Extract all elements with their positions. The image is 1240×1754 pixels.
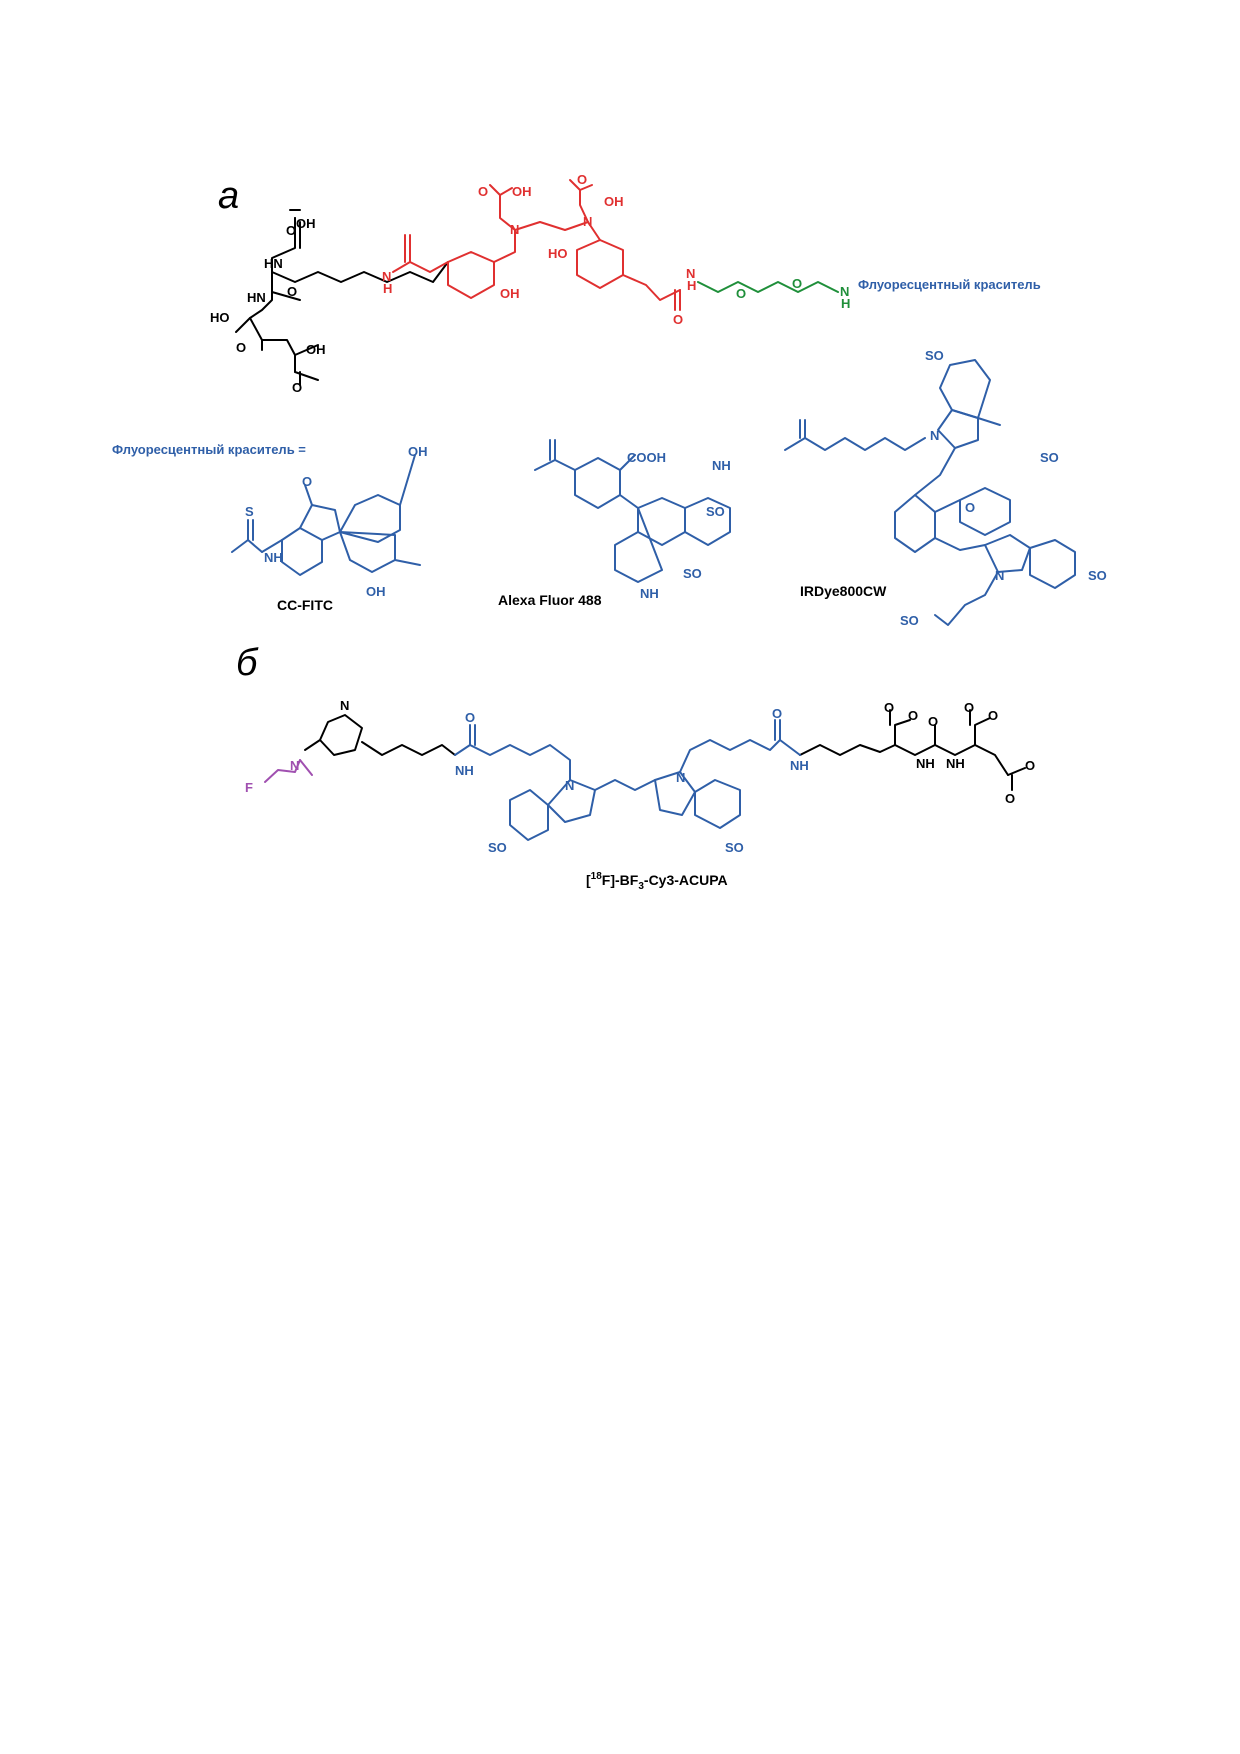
- dye-name-cc-fitc: CC-FITC: [277, 597, 333, 613]
- panel-label-b: б: [236, 642, 259, 684]
- fitc-nh: NH: [264, 550, 283, 565]
- atom-nh-b1: NH: [916, 756, 935, 771]
- atom-n-peg: N: [840, 284, 849, 299]
- atom-oh-3: OH: [512, 184, 532, 199]
- alexa-fluor-488-structure: COOH NH SO SO NH Alexa Fluor 488: [498, 439, 731, 608]
- atom-n-3: N: [583, 214, 592, 229]
- atom-o-6: O: [577, 172, 587, 187]
- name-isotope: 18: [591, 871, 603, 882]
- atom-h: H: [383, 281, 392, 296]
- fitc-oh-bottom: OH: [366, 584, 386, 599]
- ir-so3h-right: SO: [1088, 568, 1107, 583]
- atom-o-4: O: [292, 380, 302, 395]
- name-suffix: -Cy3-ACUPA: [644, 872, 728, 888]
- alexa-cooh: COOH: [627, 450, 666, 465]
- dye-name-alexa-fluor-488: Alexa Fluor 488: [498, 592, 602, 608]
- name-sub: 3: [638, 881, 644, 892]
- atom-o-b3: O: [964, 700, 974, 715]
- ir-so3h-bottom: SO: [900, 613, 919, 628]
- atom-so3-left: SO: [488, 840, 507, 855]
- fitc-o: O: [302, 474, 312, 489]
- atom-o-cy2: O: [772, 706, 782, 721]
- name-mid: F]-BF: [602, 872, 639, 888]
- panel-label-a: а: [218, 175, 239, 217]
- atom-o-b1: O: [908, 708, 918, 723]
- fitc-s: S: [245, 504, 254, 519]
- atom-o-2: O: [287, 284, 297, 299]
- atom-o-cy1: O: [465, 710, 475, 725]
- atom-oh: OH: [306, 342, 326, 357]
- ir-so3h-phenyl: SO: [1040, 450, 1059, 465]
- ir-o-ether: O: [965, 500, 975, 515]
- atom-ominus-3: O: [1025, 758, 1035, 773]
- ir-nplus: N: [930, 428, 939, 443]
- atom-ho: HO: [210, 310, 230, 325]
- atom-h-peg: H: [841, 296, 850, 311]
- atom-ominus-1: O: [884, 700, 894, 715]
- alexa-so3h-2: SO: [683, 566, 702, 581]
- atom-cooh-oh: OH: [296, 216, 316, 231]
- alexa-nh2: NH: [640, 586, 659, 601]
- atom-n-4: N: [686, 266, 695, 281]
- ir-so3h-top: SO: [925, 348, 944, 363]
- atom-nh-cy2: NH: [790, 758, 809, 773]
- compound-b-structure: F N N O O NH O NH O O O O: [245, 698, 1035, 855]
- fitc-oh-top: OH: [408, 444, 428, 459]
- atom-nplus-cy: N: [565, 778, 574, 793]
- linker-dye-label: Флуоресцентный краситель: [858, 277, 1041, 292]
- atom-f3b: F: [245, 780, 253, 795]
- atom-o-b2: O: [928, 714, 938, 729]
- atom-ominus-2: O: [988, 708, 998, 723]
- cc-fitc-structure: S NH O OH OH CC-FITC: [231, 444, 428, 613]
- atom-n-2: N: [510, 222, 519, 237]
- alexa-so3h-1: SO: [706, 504, 725, 519]
- atom-o-5: O: [478, 184, 488, 199]
- ir-n: N: [995, 568, 1004, 583]
- atom-o: O: [286, 223, 296, 238]
- atom-o-3: O: [236, 340, 246, 355]
- atom-so3-right: SO: [725, 840, 744, 855]
- atom-nh-b2: NH: [946, 756, 965, 771]
- atom-n-triazole: N: [340, 698, 349, 713]
- atom-n-cy: N: [676, 770, 685, 785]
- atom-oh-4: OH: [604, 194, 624, 209]
- atom-h-2: H: [687, 278, 696, 293]
- atom-hn: HN: [264, 256, 283, 271]
- atom-o-7: O: [673, 312, 683, 327]
- atom-nplus-b: N: [290, 758, 299, 773]
- dye-name-irdye800cw: IRDye800CW: [800, 583, 887, 599]
- ligand-structure-a: OH O HN HN O HO O OH O N H OH N: [210, 172, 850, 395]
- atom-hn-2: HN: [247, 290, 266, 305]
- dye-definition-label: Флуоресцентный краситель =: [112, 442, 306, 457]
- atom-n: N: [382, 269, 391, 284]
- name-prefix: [: [586, 872, 591, 888]
- atom-oh-2: OH: [500, 286, 520, 301]
- atom-nh-cy1: NH: [455, 763, 474, 778]
- alexa-nh2plus: NH: [712, 458, 731, 473]
- atom-ho-2: HO: [548, 246, 568, 261]
- irdye800cw-structure: SO N O SO N SO SO IRDye800CW: [784, 348, 1107, 628]
- atom-o-peg1: O: [736, 286, 746, 301]
- atom-o-b4: O: [1005, 791, 1015, 806]
- compound-b-name: [18F]-BF3-Cy3-ACUPA: [586, 871, 728, 892]
- atom-o-peg2: O: [792, 276, 802, 291]
